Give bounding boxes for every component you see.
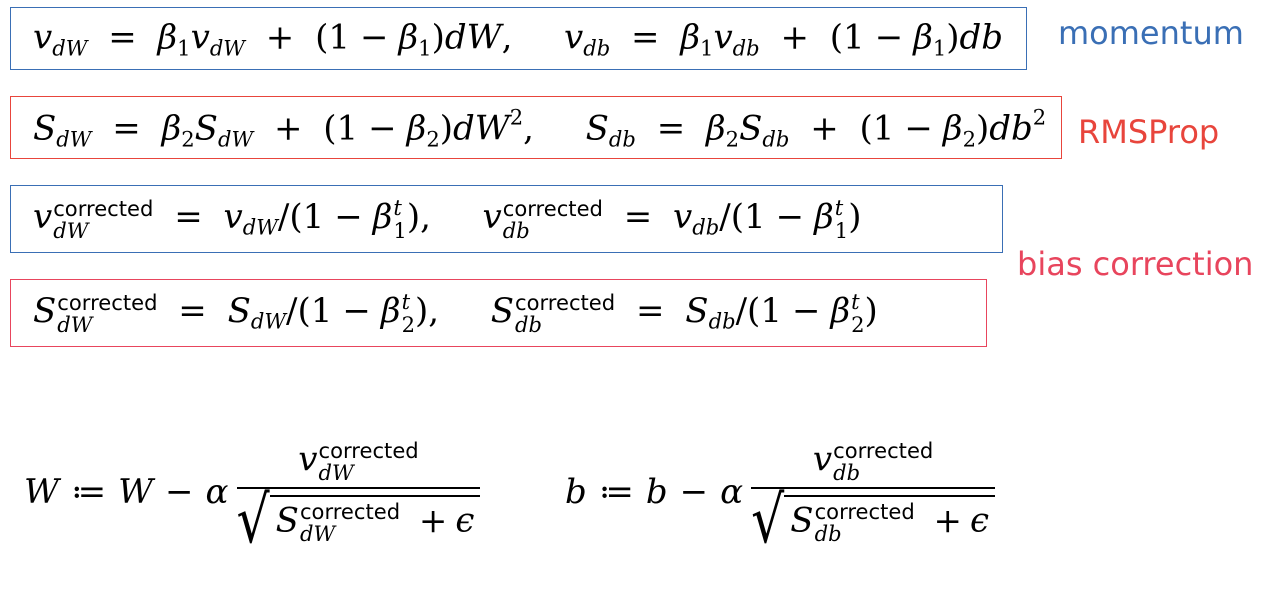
rmsprop-equation: SdW = β2SdW + (1−β2)dW2, Sdb = β2Sdb + (… xyxy=(33,104,1047,151)
momentum-equation-box: vdW = β1vdW + (1−β1)dW, vdb = β1vdb + (1… xyxy=(10,7,1027,70)
rmsprop-equation-box: SdW = β2SdW + (1−β2)dW2, Sdb = β2Sdb + (… xyxy=(10,96,1062,159)
bias-correction-label: bias correction xyxy=(1017,245,1254,283)
rmsprop-label: RMSProp xyxy=(1078,113,1220,151)
momentum-equation: vdW = β1vdW + (1−β1)dW, vdb = β1vdb + (1… xyxy=(33,17,1004,60)
sqrt-icon: √ xyxy=(751,482,785,558)
momentum-label: momentum xyxy=(1058,14,1244,52)
sqrt-icon: √ xyxy=(236,482,270,558)
